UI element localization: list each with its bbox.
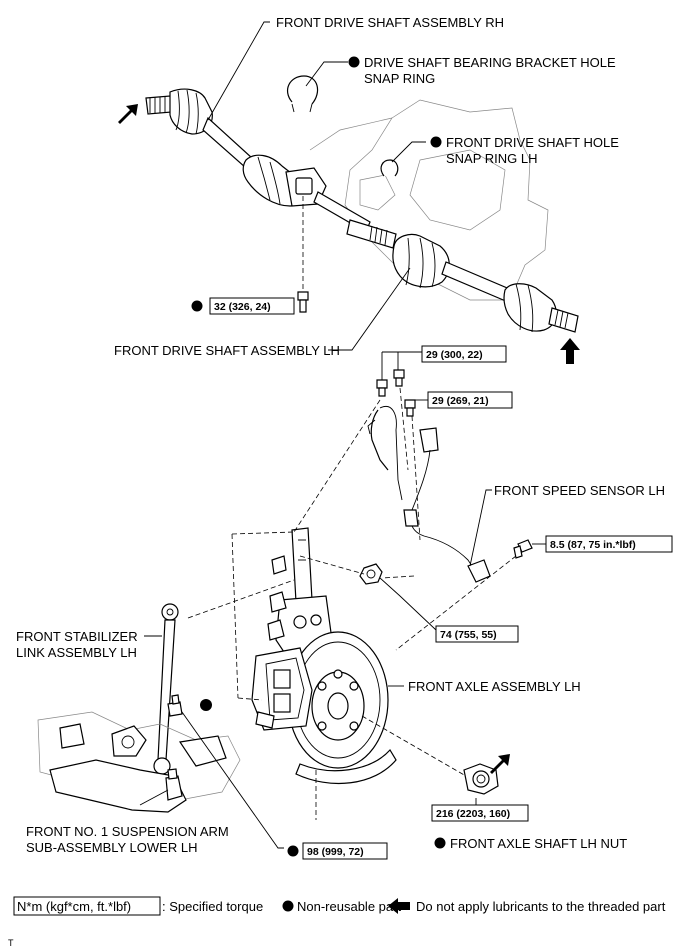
stabilizer-link-nut: [167, 694, 183, 717]
torque-strut-nut: 74 (755, 55): [435, 625, 519, 643]
sensor-bracket-bolt-2: [393, 369, 405, 387]
label-suspension-arm-1: FRONT NO. 1 SUSPENSION ARM: [26, 824, 229, 839]
drive-shaft-hole-snap-ring: [380, 159, 399, 177]
drive-shaft-rh: [145, 88, 397, 249]
no-lubricant-arrow-icon: [560, 338, 580, 364]
label-bearing-snap-ring-1: DRIVE SHAFT BEARING BRACKET HOLE: [364, 55, 616, 70]
torque-axle-nut-value: 216 (2203, 160): [436, 808, 510, 820]
bearing-bracket-snap-ring: [287, 75, 319, 113]
torque-sensor-bracket-bolt-2-value: 29 (269, 21): [432, 395, 489, 407]
label-stabilizer-1: FRONT STABILIZER: [16, 629, 138, 644]
transaxle-outline: [309, 99, 549, 301]
no-lubricant-arrow-icon: [118, 104, 138, 124]
torque-arm-nut-value: 98 (999, 72): [307, 846, 364, 858]
label-axle-nut: FRONT AXLE SHAFT LH NUT: [450, 836, 627, 851]
torque-bracket-bolt: 32 (326, 24): [209, 297, 295, 315]
legend-no-lubricant: Do not apply lubricants to the threaded …: [416, 899, 666, 914]
label-hole-snap-ring-1: FRONT DRIVE SHAFT HOLE: [446, 135, 619, 150]
torque-sensor-bracket-bolt-1: 29 (300, 22): [421, 345, 507, 363]
torque-sensor-bracket-bolt-1-value: 29 (300, 22): [426, 349, 483, 361]
torque-sensor-bolt-value: 8.5 (87, 75 in.*lbf): [550, 539, 636, 551]
flex-hose: [367, 406, 403, 501]
torque-strut-nut-value: 74 (755, 55): [440, 629, 497, 641]
label-speed-sensor: FRONT SPEED SENSOR LH: [494, 483, 665, 498]
legend-non-reusable: Non-reusable part: [297, 899, 401, 914]
legend-non-reusable-dot-icon: [282, 900, 294, 912]
non-reusable-dot-icon: [200, 699, 212, 711]
corner-mark: T: [8, 938, 14, 948]
strut-nut: [359, 563, 383, 585]
sensor-bracket-bolt-3: [404, 399, 416, 417]
legend-no-lubricant-arrow-icon: [388, 898, 410, 914]
label-axle-assembly: FRONT AXLE ASSEMBLY LH: [408, 679, 581, 694]
non-reusable-dot-icon: [287, 845, 299, 857]
suspension-arm-subframe: [37, 711, 241, 813]
speed-sensor: [403, 427, 491, 583]
alignment-lines: [187, 387, 517, 820]
sensor-bracket-bolt-1: [376, 379, 388, 397]
legend-torque-desc: : Specified torque: [162, 899, 263, 914]
label-drive-shaft-rh: FRONT DRIVE SHAFT ASSEMBLY RH: [276, 15, 504, 30]
stabilizer-link: [153, 603, 179, 775]
torque-bracket-bolt-value: 32 (326, 24): [214, 301, 271, 313]
label-stabilizer-2: LINK ASSEMBLY LH: [16, 645, 137, 660]
non-reusable-dot-icon: [434, 837, 446, 849]
label-drive-shaft-lh: FRONT DRIVE SHAFT ASSEMBLY LH: [114, 343, 340, 358]
legend: N*m (kgf*cm, ft.*lbf) : Specified torque…: [13, 896, 666, 916]
torque-arm-nut: 98 (999, 72): [302, 842, 388, 860]
label-hole-snap-ring-2: SNAP RING LH: [446, 151, 538, 166]
legend-torque-unit: N*m (kgf*cm, ft.*lbf): [17, 899, 131, 914]
torque-sensor-bracket-bolt-2: 29 (269, 21): [427, 391, 513, 409]
drive-shaft-lh: [392, 233, 579, 333]
leader-lines: [139, 21, 546, 849]
non-reusable-dot-icon: [430, 136, 442, 148]
no-lubricant-arrow-icon: [490, 754, 510, 774]
non-reusable-dot-icon: [191, 300, 203, 312]
sensor-bolt: [513, 539, 533, 559]
non-reusable-dot-icon: [348, 56, 360, 68]
torque-axle-nut: 216 (2203, 160): [431, 804, 529, 822]
bearing-bracket-bolt: [297, 196, 309, 313]
front-axle-assembly: [251, 631, 397, 785]
torque-sensor-bolt: 8.5 (87, 75 in.*lbf): [545, 535, 673, 553]
label-suspension-arm-2: SUB-ASSEMBLY LOWER LH: [26, 840, 197, 855]
axle-nut: [463, 763, 499, 795]
label-bearing-snap-ring-2: SNAP RING: [364, 71, 435, 86]
